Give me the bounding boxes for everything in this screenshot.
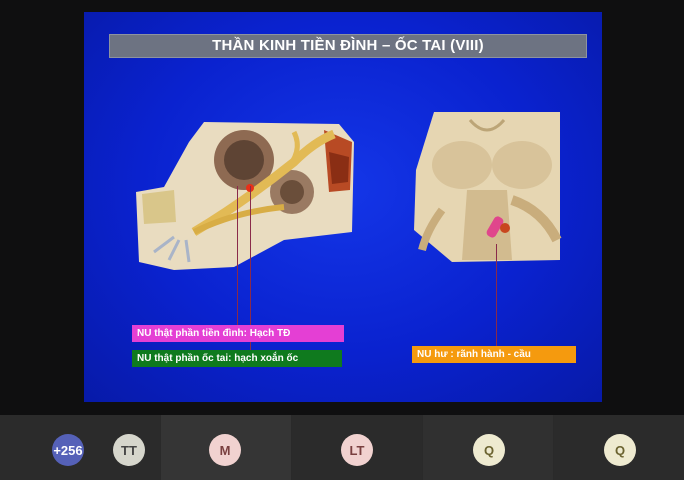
slide-title: THẦN KINH TIỀN ĐÌNH – ỐC TAI (VIII) [212,37,484,54]
participant-tile[interactable]: M [161,415,291,480]
avatar: TT [113,434,145,466]
presentation-stage: THẦN KINH TIỀN ĐÌNH – ỐC TAI (VIII) [84,12,602,402]
label-vestibular-nucleus: NU thật phần tiền đình: Hạch TĐ [132,325,344,342]
avatar: Q [473,434,505,466]
participant-tile[interactable]: LT [292,415,422,480]
participant-strip: +256 TT M LT Q Q [0,415,684,480]
slide-title-bar: THẦN KINH TIỀN ĐÌNH – ỐC TAI (VIII) [109,34,587,58]
participant-tile[interactable]: Q [554,415,684,480]
label-cochlear-nucleus: NU thật phần ốc tai: hạch xoắn ốc [132,350,342,367]
label-apparent-origin: NU hư : rãnh hành - cầu [412,346,576,363]
inner-ear-illustration [136,122,354,270]
avatar: LT [341,434,373,466]
brainstem-illustration [414,112,562,262]
avatar: M [209,434,241,466]
leader-line [250,186,251,350]
shared-slide: THẦN KINH TIỀN ĐÌNH – ỐC TAI (VIII) [84,12,602,402]
participant-tile[interactable]: +256 TT [0,415,160,480]
leader-line [496,244,497,346]
avatar: Q [604,434,636,466]
overflow-count-badge[interactable]: +256 [52,434,84,466]
participant-tile[interactable]: Q [423,415,553,480]
leader-line [237,186,238,325]
